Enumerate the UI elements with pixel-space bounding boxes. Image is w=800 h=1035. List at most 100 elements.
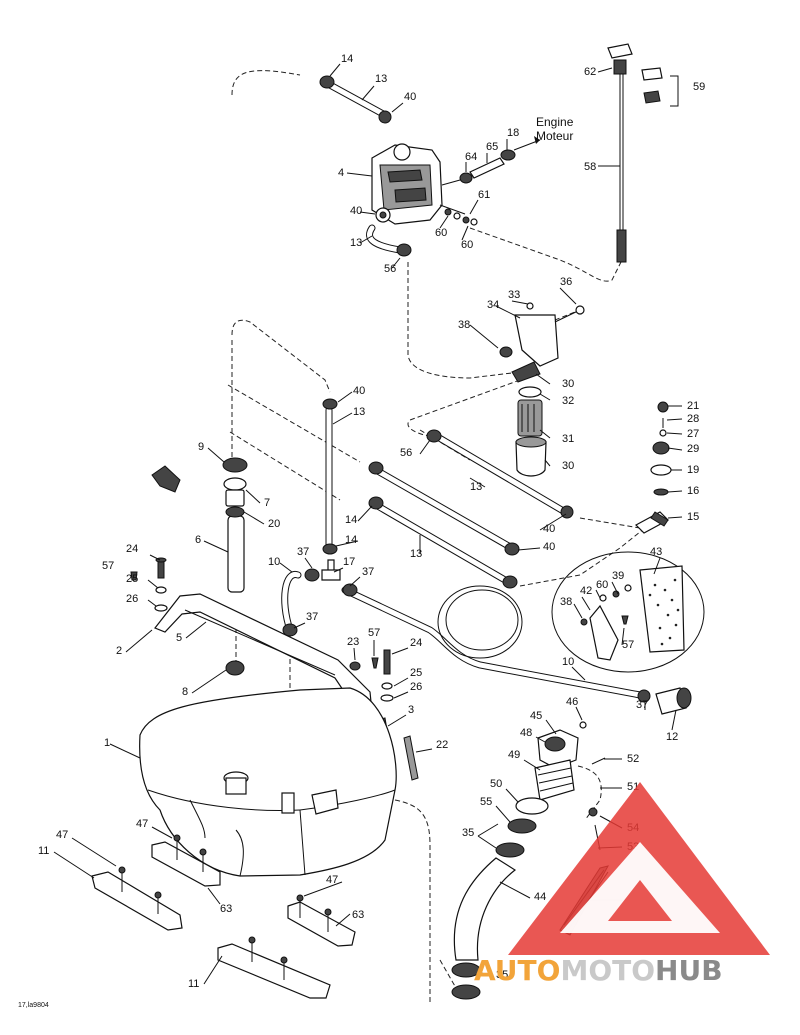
callout-24: 24 [126, 543, 138, 555]
callout-33: 33 [508, 289, 520, 301]
callout-57: 57 [368, 627, 380, 639]
callout-17: 17 [343, 556, 355, 568]
callout-26: 26 [410, 681, 422, 693]
callout-16: 16 [687, 485, 699, 497]
callout-42: 42 [580, 585, 592, 597]
fuel-pickup-fitting [222, 457, 248, 676]
callout-25: 25 [410, 667, 422, 679]
callout-44: 44 [534, 891, 546, 903]
callout-31: 31 [562, 433, 574, 445]
callout-1: 1 [104, 737, 110, 749]
watermark-text: AUTOMOTOHUB [474, 954, 723, 987]
callout-47: 47 [136, 818, 148, 830]
callout-47: 47 [56, 829, 68, 841]
callout-13: 13 [410, 548, 422, 560]
outlet-fitting [655, 687, 692, 715]
fasteners-right [349, 649, 394, 702]
choke-cable [607, 43, 679, 263]
callout-22: 22 [436, 739, 448, 751]
callout-23: 23 [347, 636, 359, 648]
callout-60: 60 [461, 239, 473, 251]
callout-2: 2 [116, 645, 122, 657]
fuel-lines [227, 81, 644, 699]
callout-25: 25 [126, 573, 138, 585]
callout-60: 60 [435, 227, 447, 239]
callout-4: 4 [338, 167, 344, 179]
callout-9: 9 [198, 441, 204, 453]
callout-35: 35 [496, 969, 508, 981]
callout-63: 63 [220, 903, 232, 915]
fuel-filter-assembly [499, 302, 585, 477]
hose-coil [437, 585, 523, 659]
callout-8: 8 [182, 686, 188, 698]
callout-10: 10 [562, 656, 574, 668]
callout-28: 28 [687, 413, 699, 425]
callout-30: 30 [562, 460, 574, 472]
callout-13: 13 [375, 73, 387, 85]
detail-inset [551, 551, 705, 673]
callout-34: 34 [487, 299, 499, 311]
callout-46: 46 [566, 696, 578, 708]
callout-5: 5 [176, 632, 182, 644]
callout-37: 37 [636, 699, 648, 711]
callout-14: 14 [345, 534, 357, 546]
callout-55: 55 [480, 796, 492, 808]
t-fitting [321, 559, 341, 581]
watermark-triangle-core [608, 880, 672, 921]
callout-52: 52 [627, 753, 639, 765]
callout-40: 40 [350, 205, 362, 217]
callout-35: 35 [462, 827, 474, 839]
tank-straps [91, 834, 356, 999]
carburetor [371, 143, 471, 225]
callout-58: 58 [584, 161, 596, 173]
callout-6: 6 [195, 534, 201, 546]
callout-40: 40 [404, 91, 416, 103]
fuel-tank [139, 687, 397, 877]
engine-fitting [459, 136, 541, 184]
callout-3: 3 [408, 704, 414, 716]
callout-59: 59 [693, 81, 705, 93]
callout-63: 63 [352, 909, 364, 921]
callout-37: 37 [297, 546, 309, 558]
filler-neck [451, 721, 587, 1000]
leader-lines [53, 63, 683, 985]
hose-clamps [282, 75, 651, 703]
callout-48: 48 [520, 727, 532, 739]
callout-47: 47 [326, 874, 338, 886]
callout-64: 64 [465, 151, 477, 163]
callout-19: 19 [687, 464, 699, 476]
callout-61: 61 [478, 189, 490, 201]
callout-57: 57 [102, 560, 114, 572]
callout-50: 50 [490, 778, 502, 790]
callout-11: 11 [188, 978, 199, 990]
callout-14: 14 [341, 53, 353, 65]
callout-21: 21 [687, 400, 699, 412]
callout-29: 29 [687, 443, 699, 455]
callout-45: 45 [530, 710, 542, 722]
callout-13: 13 [470, 481, 482, 493]
callout-13: 13 [353, 406, 365, 418]
callout-24: 24 [410, 637, 422, 649]
callout-18: 18 [507, 127, 519, 139]
callout-57: 57 [622, 639, 634, 651]
drawing-code: 17,la9804 [18, 1002, 49, 1009]
watermark-auto: AUTO [474, 954, 560, 987]
callout-11: 11 [38, 845, 49, 857]
callout-39: 39 [612, 570, 624, 582]
watermark-hub: HUB [655, 954, 723, 987]
vent-assembly [635, 401, 672, 534]
callout-49: 49 [508, 749, 520, 761]
callout-37: 37 [362, 566, 374, 578]
callout-62: 62 [584, 66, 596, 78]
fasteners-left [130, 557, 168, 612]
moteur-label: Moteur [536, 129, 573, 143]
callout-60: 60 [596, 579, 608, 591]
callout-40: 40 [353, 385, 365, 397]
callout-40: 40 [543, 523, 555, 535]
callout-7: 7 [264, 497, 270, 509]
callout-15: 15 [687, 511, 699, 523]
callout-56: 56 [400, 447, 412, 459]
callout-65: 65 [486, 141, 498, 153]
callout-12: 12 [666, 731, 678, 743]
